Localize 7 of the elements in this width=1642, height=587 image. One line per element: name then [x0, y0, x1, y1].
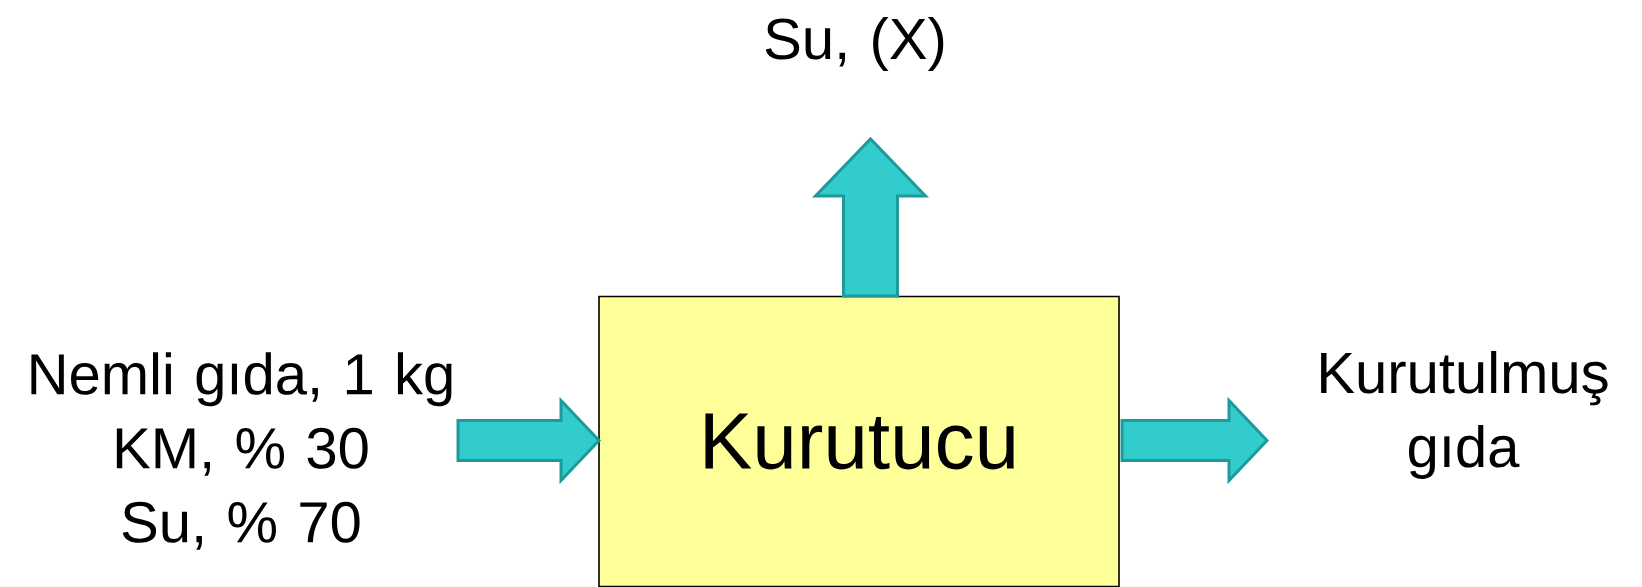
output-label: Su, (X)	[765, 16, 944, 71]
output-label: Kurutulmuş gıda	[1321, 350, 1608, 480]
input-label: Nemli gıda, 1 kg KM, % 30 Su, % 70	[31, 352, 452, 550]
block-arrow	[456, 396, 602, 485]
block-arrow	[1120, 396, 1270, 485]
dryer-box: Kurutucu	[598, 295, 1120, 587]
block-arrow	[811, 136, 930, 298]
